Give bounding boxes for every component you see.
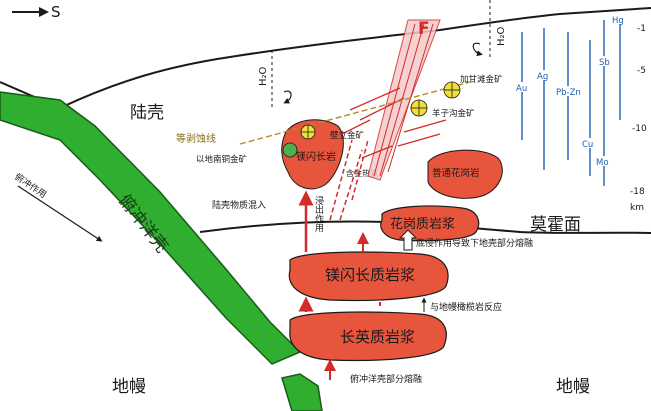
water-right: H₂O xyxy=(472,0,507,60)
mg-dioritic-magma-label: 镁闪长质岩浆 xyxy=(325,266,415,284)
element-mo: Mo xyxy=(596,158,609,168)
water-left: H₂O xyxy=(258,50,292,108)
slab-melting-note: 俯冲洋壳部分熔融 xyxy=(350,373,422,385)
subducting-slab xyxy=(0,91,302,365)
subduction-action-label: 俯冲作用 xyxy=(12,171,49,201)
deposit-yidinan-label: 以地南铜金矿 xyxy=(196,154,248,165)
mantle-reaction-note: 与地幔橄榄岩反应 xyxy=(430,301,502,313)
water-flow-icon xyxy=(283,90,292,104)
deposit-bizhi-label: 壁立金矿 xyxy=(330,130,365,141)
element-zoning: Hg Sb Pb-Zn Ag Au Cu Mo xyxy=(514,14,626,186)
depth-tick: -5 xyxy=(637,66,646,76)
adakitic-magma-label: 长英质岩浆 xyxy=(340,328,415,346)
moho-label: 莫霍面 xyxy=(530,215,581,235)
ordinary-granite-label: 普通花岗岩 xyxy=(432,167,480,179)
infiltration-paths xyxy=(329,139,369,221)
granitic-magma-body: 花岗质岩浆 xyxy=(380,205,480,242)
depth-tick: -1 xyxy=(637,24,646,34)
water-flow-icon xyxy=(472,42,483,57)
deposit-markers xyxy=(282,81,461,158)
gold-fluid-note: 含金热液 xyxy=(346,168,378,178)
isotherm-label: 等剥蚀线 xyxy=(176,132,216,145)
ascent-arrows xyxy=(298,190,381,380)
crust-surface-line xyxy=(0,7,651,110)
infiltration-note: 浸出作用 xyxy=(313,196,324,233)
depth-tick: -18 xyxy=(630,187,645,197)
subduction-action: 俯冲作用 xyxy=(12,171,103,242)
adakitic-magma-body: 长英质岩浆 xyxy=(289,311,447,362)
fault-zone: F xyxy=(367,19,441,181)
depth-scale: -1 -5 -10 -18 km xyxy=(630,24,647,213)
element-au: Au xyxy=(516,84,527,94)
fault-label: F xyxy=(418,19,430,39)
direction-indicator: S xyxy=(12,3,61,21)
slab-fragment xyxy=(281,373,323,411)
continental-crust-label: 陆壳 xyxy=(130,103,164,123)
mg-granodiorite-label: 镁闪长岩 xyxy=(296,150,336,163)
subduction-arrow-icon xyxy=(17,185,103,242)
granitic-magma-label: 花岗质岩浆 xyxy=(390,216,455,232)
crust-contamination-note: 陆壳物质混入 xyxy=(212,199,266,211)
water-label-right: H₂O xyxy=(496,26,507,46)
underplating-arrow-icon xyxy=(398,229,418,251)
depth-unit: km xyxy=(630,203,644,213)
deposit-yangzigou-label: 羊子沟金矿 xyxy=(432,108,475,119)
mg-dioritic-magma-body: 镁闪长质岩浆 xyxy=(288,251,449,302)
element-sb: Sb xyxy=(599,58,610,68)
element-pbzn: Pb-Zn xyxy=(556,88,581,98)
water-label-left: H₂O xyxy=(258,66,269,86)
direction-label: S xyxy=(51,3,61,21)
deposit-jiagannan-label: 加甘滩金矿 xyxy=(460,74,503,85)
mantle-label-left: 地幔 xyxy=(112,377,146,397)
element-cu: Cu xyxy=(582,140,593,150)
element-hg: Hg xyxy=(612,16,624,26)
isotherm-line xyxy=(239,81,471,145)
depth-tick: -10 xyxy=(632,124,647,134)
element-ag: Ag xyxy=(537,72,548,82)
mantle-label-right: 地幔 xyxy=(556,377,590,397)
ordinary-granite-body: 普通花岗岩 xyxy=(427,149,503,199)
mg-granodiorite-body: 镁闪长岩 xyxy=(281,119,344,190)
underplating-note: 底侵作用导致下地壳部分熔融 xyxy=(416,237,533,249)
deposit-yidinan-icon xyxy=(282,142,298,158)
